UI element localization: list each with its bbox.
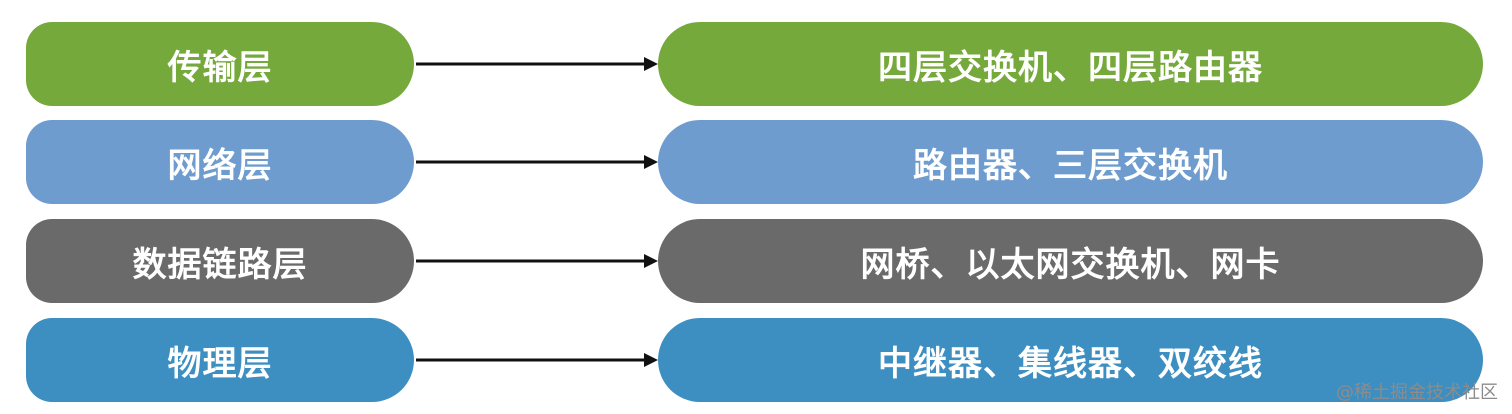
- arrow-icon: [416, 155, 658, 169]
- arrow-icon: [416, 353, 658, 367]
- layer-pill: 传输层: [26, 22, 414, 106]
- layer-row-network: 网络层 路由器、三层交换机: [0, 120, 1512, 204]
- device-pill: 中继器、集线器、双绞线: [658, 318, 1483, 402]
- layer-pill: 物理层: [26, 318, 414, 402]
- device-pill: 四层交换机、四层路由器: [658, 22, 1483, 106]
- arrow-icon: [416, 57, 658, 71]
- layer-pill: 数据链路层: [26, 219, 414, 303]
- device-pill: 路由器、三层交换机: [658, 120, 1483, 204]
- layer-row-transport: 传输层 四层交换机、四层路由器: [0, 22, 1512, 106]
- layer-row-physical: 物理层 中继器、集线器、双绞线: [0, 318, 1512, 402]
- watermark: @稀土掘金技术社区: [1336, 382, 1498, 403]
- arrow-icon: [416, 254, 658, 268]
- layer-pill: 网络层: [26, 120, 414, 204]
- device-pill: 网桥、以太网交换机、网卡: [658, 219, 1483, 303]
- layer-row-data-link: 数据链路层 网桥、以太网交换机、网卡: [0, 219, 1512, 303]
